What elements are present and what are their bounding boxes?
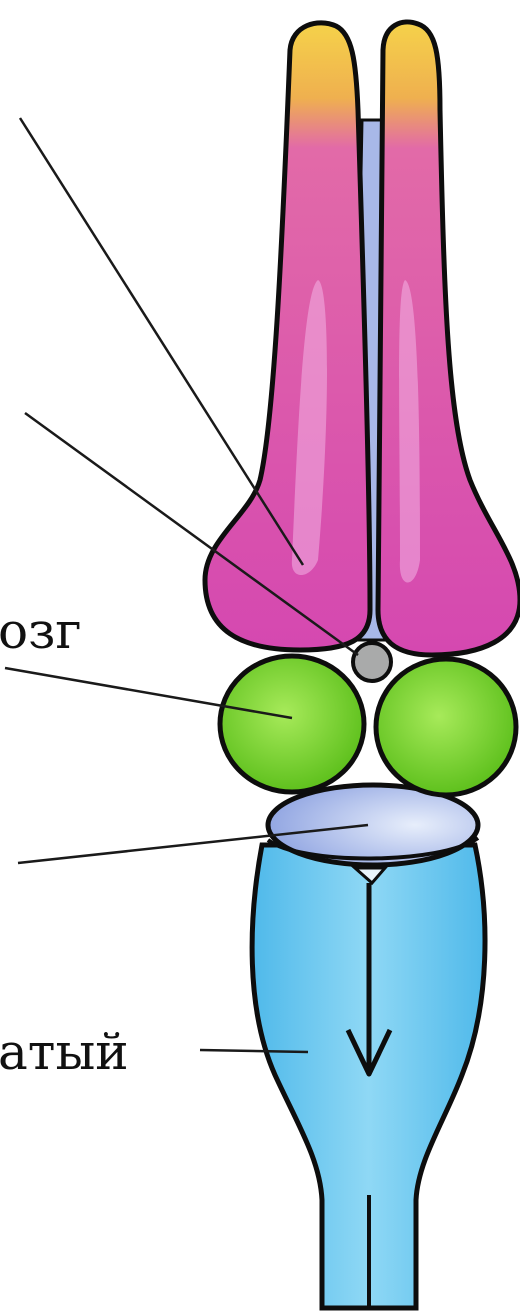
- label-midbrain: озг: [0, 606, 82, 656]
- pointer-line-forebrain: [20, 118, 303, 565]
- epiphysis: [353, 643, 391, 681]
- forebrain-left-hemisphere: [205, 23, 370, 650]
- midbrain-left-lobe: [220, 656, 364, 792]
- label-medulla: атый: [0, 1027, 129, 1077]
- forebrain-right-hemisphere: [378, 22, 520, 655]
- midbrain-right-lobe: [376, 659, 516, 795]
